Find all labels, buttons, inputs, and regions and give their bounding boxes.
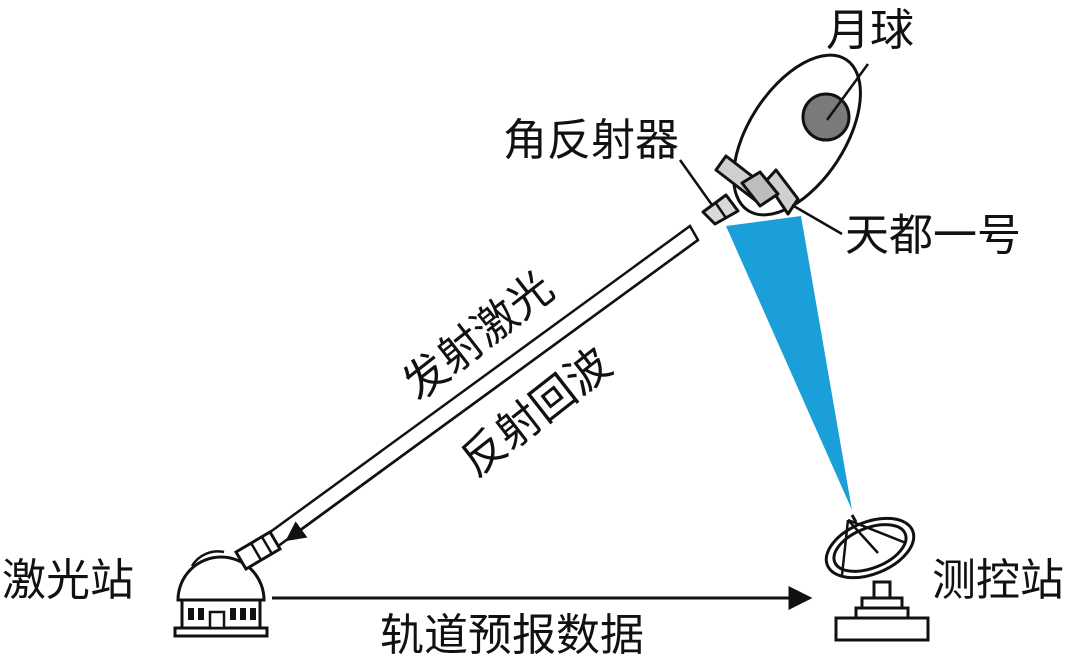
ttc-beam <box>726 216 852 510</box>
control-station-label: 测控站 <box>932 555 1064 606</box>
moon-leader-line <box>825 63 870 121</box>
lunar-orbit-ellipse <box>732 53 862 217</box>
ttc-station-icon <box>824 514 930 642</box>
orbit-data-label: 轨道预报数据 <box>380 610 644 661</box>
laser-beam-band <box>260 224 700 554</box>
corner-reflector-label: 角反射器 <box>503 115 679 166</box>
echo-arrow <box>285 238 699 542</box>
corner-reflector-leader-line <box>678 159 714 206</box>
satellite-icon <box>701 154 800 226</box>
moon-label: 月球 <box>826 5 914 56</box>
laser-station-label: 激光站 <box>2 555 134 606</box>
satellite-leader-line <box>791 203 843 236</box>
laser-station-icon <box>173 529 283 638</box>
satellite-label: 天都一号 <box>845 210 1021 261</box>
